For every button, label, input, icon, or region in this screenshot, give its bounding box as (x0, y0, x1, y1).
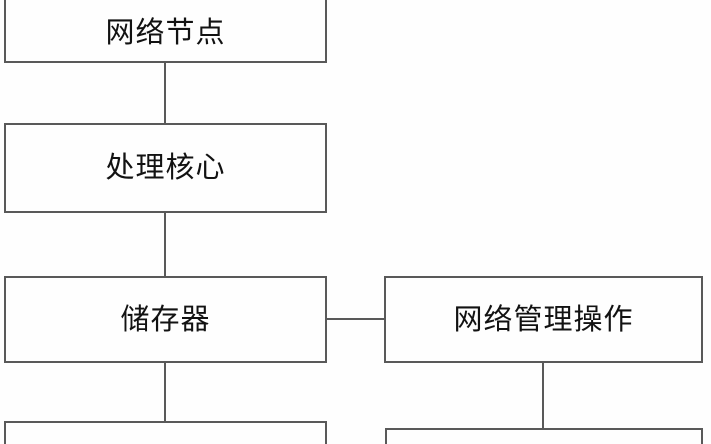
connector-network-node-to-processing-core (164, 62, 166, 124)
connector-processing-core-to-storage (164, 212, 166, 277)
node-network-node: 网络节点 (4, 0, 327, 63)
node-processing-core: 处理核心 (4, 123, 327, 213)
node-network-management-label: 网络管理操作 (453, 301, 634, 336)
node-bottom-right-clipped (385, 428, 703, 444)
connector-storage-to-bottom-left (164, 362, 166, 422)
node-bottom-left-clipped (4, 421, 327, 444)
connector-network-management-to-bottom-right (542, 362, 544, 429)
node-storage-label: 储存器 (120, 301, 211, 336)
connector-storage-to-network-management (326, 318, 385, 320)
node-storage: 储存器 (4, 276, 327, 363)
node-network-node-label: 网络节点 (105, 14, 226, 49)
node-processing-core-label: 处理核心 (105, 150, 226, 185)
node-network-management: 网络管理操作 (384, 276, 703, 363)
